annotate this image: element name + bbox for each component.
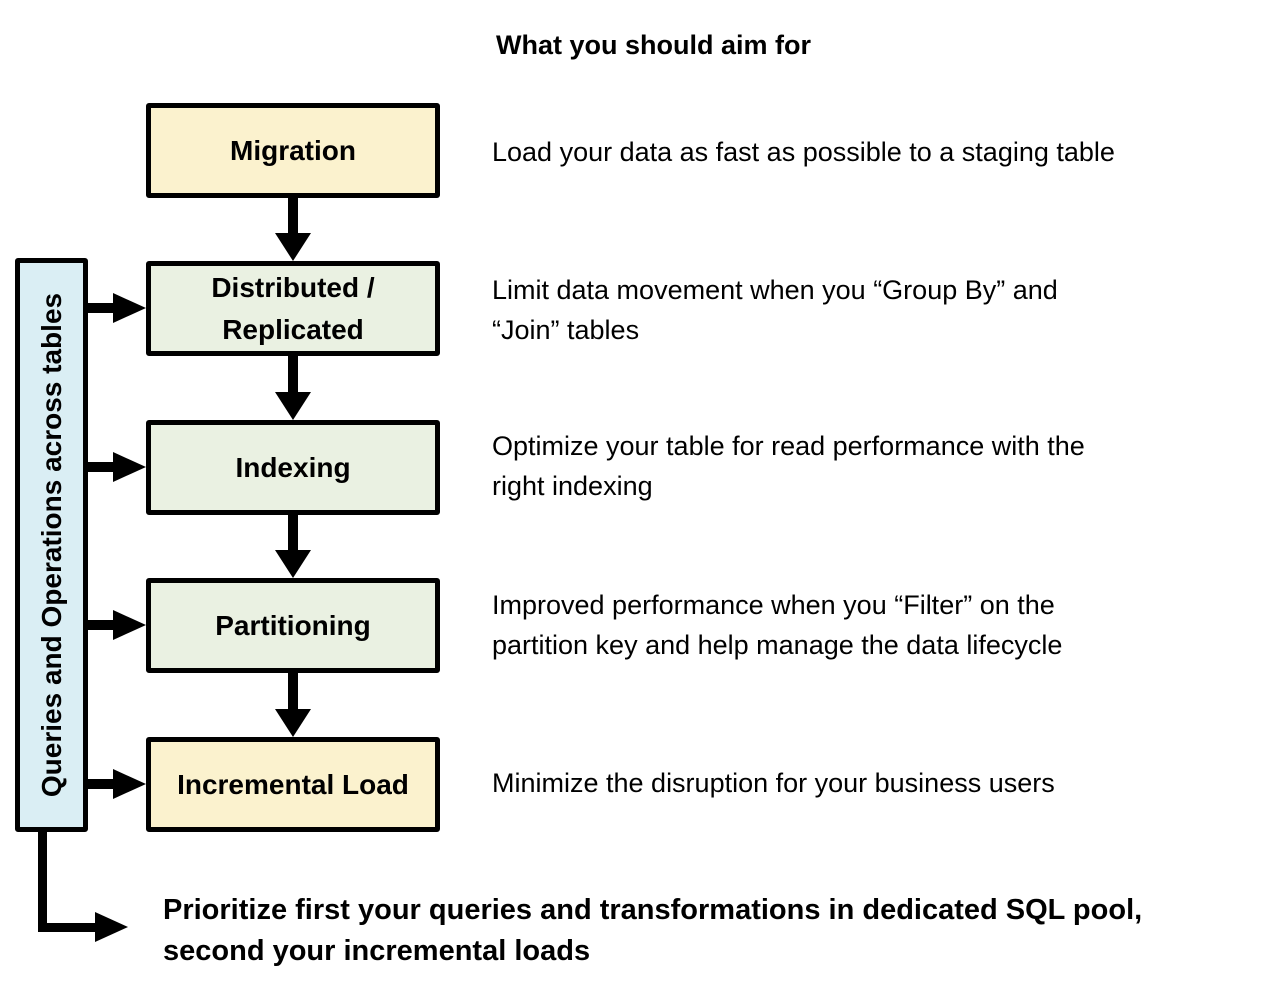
down-arrow-head: [275, 709, 311, 737]
down-arrow-icon: [275, 198, 311, 261]
footer-note: Prioritize first your queries and transf…: [163, 894, 1143, 967]
elbow-connector-horizontal: [38, 923, 95, 932]
sidebar-label: Queries and Operations across tables: [35, 292, 67, 798]
down-arrow-head: [275, 233, 311, 261]
right-arrow-head: [113, 452, 146, 482]
right-arrow-icon: [85, 452, 146, 482]
right-arrow-head: [113, 769, 146, 799]
right-arrow-icon: [85, 293, 146, 323]
description-incremental-load: Minimize the disruption for your busines…: [492, 768, 1055, 798]
right-arrow-icon: [85, 610, 146, 640]
flow-box-partitioning: Partitioning: [146, 578, 440, 673]
right-arrow-shaft: [85, 462, 113, 472]
flow-box-incremental-load: Incremental Load: [146, 737, 440, 832]
right-arrow-head: [113, 293, 146, 323]
right-arrow-shaft: [85, 779, 113, 789]
right-arrow-shaft: [85, 620, 113, 630]
right-arrow-head: [113, 610, 146, 640]
description-migration: Load your data as fast as possible to a …: [492, 137, 1115, 167]
right-arrow-icon: [85, 769, 146, 799]
down-arrow-shaft: [288, 672, 298, 709]
description-indexing: Optimize your table for read performance…: [492, 431, 1085, 501]
flow-box-partitioning-label: Partitioning: [215, 609, 371, 641]
right-arrow-shaft: [85, 303, 113, 313]
flow-box-distributed-replicated: Distributed / Replicated: [146, 261, 440, 356]
down-arrow-shaft: [288, 198, 298, 233]
sidebar-queries-operations: Queries and Operations across tables: [15, 258, 88, 832]
column-header: What you should aim for: [496, 30, 811, 60]
down-arrow-icon: [275, 514, 311, 578]
down-arrow-head: [275, 550, 311, 578]
flow-box-incremental-load-label: Incremental Load: [177, 768, 409, 800]
description-partitioning: Improved performance when you “Filter” o…: [492, 590, 1063, 660]
down-arrow-shaft: [288, 514, 298, 550]
flow-box-migration: Migration: [146, 103, 440, 198]
down-arrow-icon: [275, 356, 311, 420]
flow-box-indexing: Indexing: [146, 420, 440, 515]
down-arrow-icon: [275, 672, 311, 737]
down-arrow-shaft: [288, 356, 298, 392]
flow-box-distributed-replicated-label: Distributed / Replicated: [211, 271, 375, 345]
down-arrow-head: [275, 392, 311, 420]
elbow-connector-arrow-head: [95, 912, 128, 942]
description-distributed-replicated: Limit data movement when you “Group By” …: [492, 275, 1058, 345]
flow-box-migration-label: Migration: [230, 134, 356, 166]
elbow-connector-vertical: [38, 830, 47, 932]
flow-box-indexing-label: Indexing: [235, 451, 351, 483]
